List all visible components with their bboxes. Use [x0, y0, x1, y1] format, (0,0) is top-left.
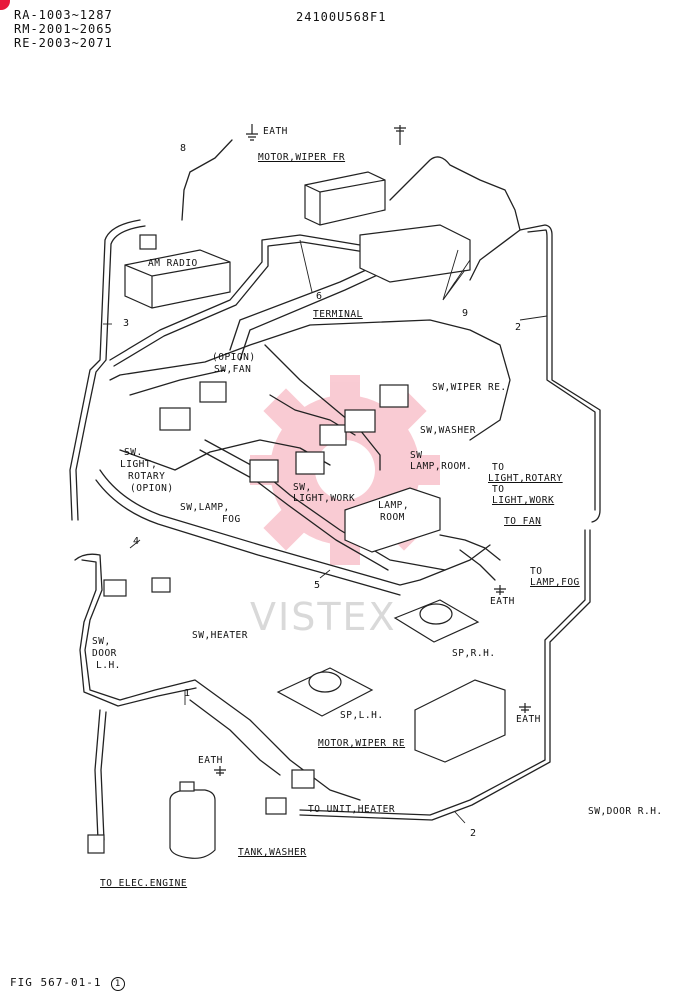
serial-range-rm: RM-2001~2065: [14, 22, 113, 36]
sw-lamp-fog-box: [249, 459, 279, 483]
label-terminal: TERMINAL: [313, 309, 363, 320]
harness-2-upper: [519, 224, 601, 523]
label-eath-low: EATH: [198, 755, 223, 766]
label-sw-door-rh: SW,DOOR R.H.: [588, 806, 663, 817]
harness-engine: [94, 709, 101, 841]
label-to-lamp-fog-2: LAMP,FOG: [530, 577, 580, 588]
harness-6: [109, 234, 361, 361]
callout-2-upper: 2: [515, 322, 522, 333]
label-eath-mid: EATH: [490, 596, 515, 607]
motor-wiper-re-unit: [414, 679, 506, 763]
callout-2-lower: 2: [470, 828, 477, 839]
connector-engine: [87, 834, 105, 854]
callout-8: 8: [180, 143, 187, 154]
label-sw-light-rotary-2: LIGHT,: [120, 459, 158, 470]
watermark-text: VISTEX: [250, 595, 397, 639]
label-to-fan: TO FAN: [504, 516, 542, 527]
motor-wiper-fr: [304, 171, 386, 226]
sw-lamp-room-box: [344, 409, 376, 433]
label-to-lamp-fog-1: TO: [530, 566, 543, 577]
label-to-light-work-1: TO: [492, 484, 505, 495]
connector-heater-2: [151, 577, 171, 593]
label-sw-light-work-1: SW,: [293, 482, 312, 493]
label-tank-washer: TANK,WASHER: [238, 847, 307, 858]
terminal-block: [359, 224, 471, 283]
sw-wiper-re-box: [379, 384, 409, 408]
label-sw-light-work-2: LIGHT,WORK: [293, 493, 356, 504]
label-sw-door-lh-1: SW,: [92, 636, 111, 647]
label-am-radio: AM RADIO: [148, 258, 198, 269]
label-sw-door-lh-2: DOOR: [92, 648, 117, 659]
label-sw-light-rotary-4: (OPION): [130, 483, 174, 494]
sw-fan-box: [199, 381, 227, 403]
ground-mid-icon: [494, 585, 506, 595]
label-to-light-work-2: LIGHT,WORK: [492, 495, 555, 506]
sw-washer-box: [319, 424, 347, 446]
label-sw-lamp-room-1: SW: [410, 450, 423, 461]
label-sw-lamp-fog-2: FOG: [222, 514, 241, 525]
ground-low-icon: [214, 766, 226, 776]
harness-loop: [109, 319, 511, 441]
am-radio-unit: [124, 249, 231, 309]
harness-top: [389, 156, 521, 281]
harness-4: [99, 469, 491, 586]
label-to-light-rotary-2: LIGHT,ROTARY: [488, 473, 563, 484]
connector-radio: [139, 234, 157, 250]
label-to-unit-heater: TO UNIT,HEATER: [308, 804, 396, 815]
label-sw-wiper-re: SW,WIPER RE.: [432, 382, 507, 393]
part-number: 24100U568F1: [296, 10, 387, 24]
antenna-lead-8: [181, 139, 233, 221]
label-sw-lamp-fog-1: SW,LAMP,: [180, 502, 230, 513]
corner-marker-icon: [0, 0, 10, 10]
label-to-light-rotary-1: TO: [492, 462, 505, 473]
harness-3: [69, 219, 141, 521]
label-sw-light-rotary-3: ROTARY: [128, 471, 166, 482]
connector-heater-unit: [291, 769, 315, 789]
ground-right-icon: [519, 703, 531, 713]
harness-1: [74, 553, 361, 801]
callout-5: 5: [314, 580, 321, 591]
speaker-rh-cone: [419, 603, 453, 625]
sheet-number: 1: [114, 979, 122, 989]
label-lamp-room-2: ROOM: [380, 512, 405, 523]
label-sp-lh: SP,L.H.: [340, 710, 384, 721]
label-sw-lamp-room-2: LAMP,ROOM.: [410, 461, 473, 472]
sw-light-rotary-box: [159, 407, 191, 431]
callout-3: 3: [123, 318, 130, 329]
callout-1: 1: [184, 688, 191, 699]
sheet-number-badge: 1: [111, 977, 126, 991]
callout-9: 9: [462, 308, 469, 319]
tank-washer-unit: [169, 789, 216, 859]
figure-number: FIG 567-01-1 1: [10, 976, 126, 991]
serial-range-ra: RA-1003~1287: [14, 8, 113, 22]
callout-6: 6: [316, 291, 323, 302]
label-opion: (OPION): [212, 352, 256, 363]
harness-2-lower: [299, 529, 586, 816]
lamp-room-unit: [344, 487, 441, 553]
speaker-lh-cone: [308, 671, 342, 693]
label-sw-door-lh-3: L.H.: [96, 660, 121, 671]
label-sw-heater: SW,HEATER: [192, 630, 248, 641]
connector-heater-1: [103, 579, 127, 597]
label-lamp-room-1: LAMP,: [378, 500, 410, 511]
label-sw-light-rotary-1: SW.: [124, 447, 143, 458]
label-sw-fan: SW,FAN: [214, 364, 252, 375]
label-eath-top: EATH: [263, 126, 288, 137]
figure-number-text: FIG 567-01-1: [10, 976, 102, 989]
connector-washer: [265, 797, 287, 815]
label-to-elec-engine: TO ELEC.ENGINE: [100, 878, 188, 889]
sw-light-work-box: [295, 451, 325, 475]
label-eath-right: EATH: [516, 714, 541, 725]
label-sp-rh: SP,R.H.: [452, 648, 496, 659]
label-sw-washer: SW,WASHER: [420, 425, 476, 436]
ground-top2-icon: [394, 125, 406, 145]
label-motor-wiper-re: MOTOR,WIPER RE: [318, 738, 406, 749]
ground-top-icon: [246, 124, 258, 141]
label-motor-wiper-fr: MOTOR,WIPER FR: [258, 152, 346, 163]
callout-4: 4: [133, 536, 140, 547]
serial-range-re: RE-2003~2071: [14, 36, 113, 50]
